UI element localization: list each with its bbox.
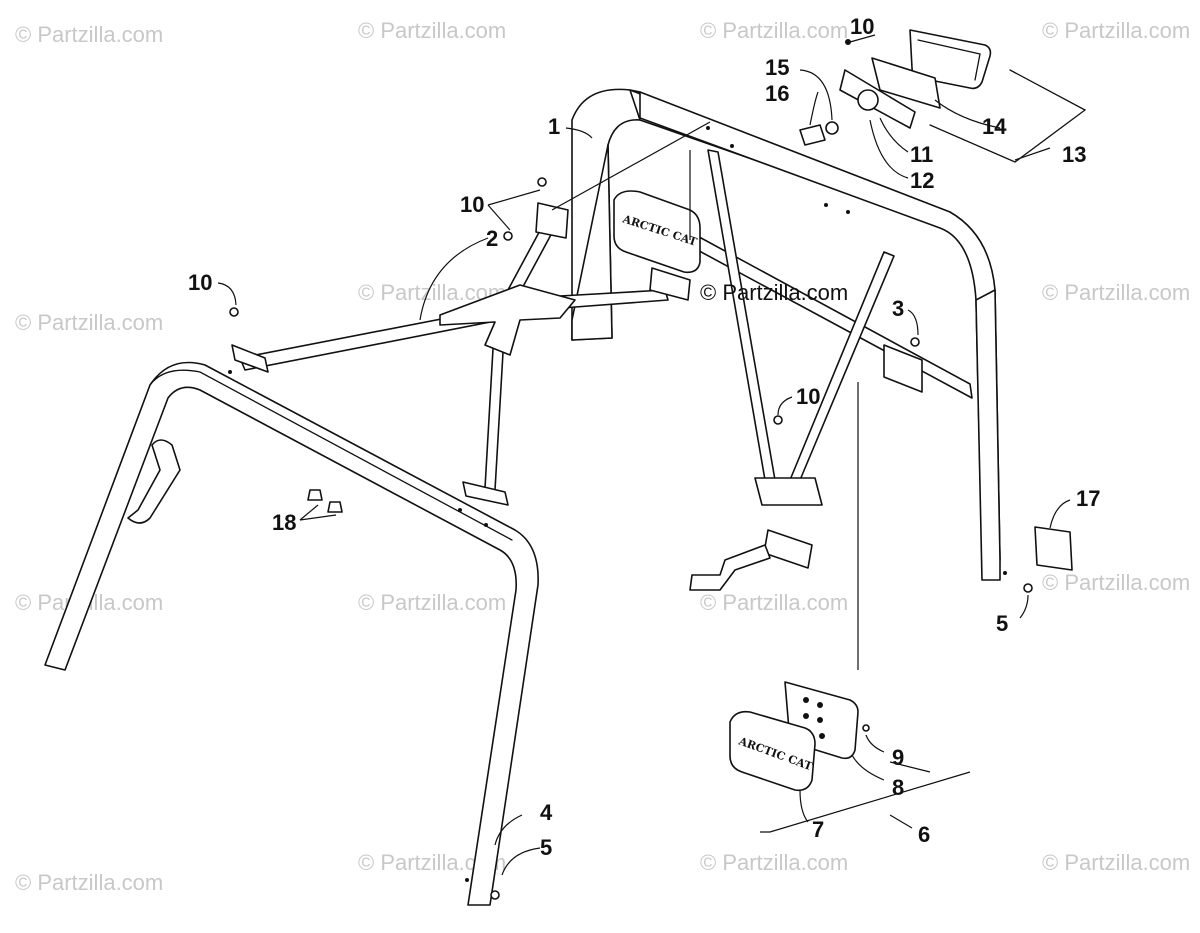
front-roll-bar	[44, 361, 539, 906]
callout-15: 15	[765, 55, 789, 80]
callout-4: 4	[540, 800, 553, 825]
phantom-lines	[551, 121, 971, 833]
callout-3: 3	[892, 296, 904, 321]
callout-10: 10	[850, 14, 874, 39]
callout-7: 7	[812, 817, 824, 842]
x-brace	[231, 202, 691, 506]
plugs	[307, 489, 343, 513]
watermark: © Partzilla.com	[358, 590, 506, 615]
callout-10: 10	[188, 270, 212, 295]
callout-1: 1	[548, 114, 560, 139]
callout-10: 10	[460, 192, 484, 217]
watermark: © Partzilla.com	[1042, 570, 1190, 595]
front-decal-assembly: ARCTIC CAT	[729, 681, 870, 792]
rear-roll-bar	[571, 88, 1007, 581]
callout-9: 9	[892, 745, 904, 770]
callout-12: 12	[910, 168, 934, 193]
center-watermark: © Partzilla.com	[700, 280, 848, 305]
watermark: © Partzilla.com	[700, 850, 848, 875]
watermark: © Partzilla.com	[1042, 18, 1190, 43]
fasteners	[229, 177, 1033, 900]
callout-13: 13	[1062, 142, 1086, 167]
watermark: © Partzilla.com	[1042, 850, 1190, 875]
callout-17: 17	[1076, 486, 1100, 511]
callout-2: 2	[486, 226, 498, 251]
watermark: © Partzilla.com	[358, 18, 506, 43]
callout-8: 8	[892, 775, 904, 800]
watermark: © Partzilla.com	[15, 22, 163, 47]
leader-lines	[217, 34, 1071, 876]
watermark: © Partzilla.com	[15, 310, 163, 335]
watermark: © Partzilla.com	[15, 870, 163, 895]
arctic-cat-upper-decal: ARCTIC CAT	[613, 190, 701, 274]
watermark: © Partzilla.com	[700, 590, 848, 615]
watermark: © Partzilla.com	[1042, 280, 1190, 305]
callout-6: 6	[918, 822, 930, 847]
decal	[1034, 526, 1073, 571]
callout-5: 5	[996, 611, 1008, 636]
callout-16: 16	[765, 81, 789, 106]
tail-light-assembly	[799, 29, 1087, 163]
callout-5: 5	[540, 835, 552, 860]
callout-labels: 1 2 3 4 5 5 6 7 8 9 10 10 10 10 11 12 13…	[188, 14, 1100, 860]
callout-11: 11	[910, 142, 933, 167]
lower-bracket	[689, 529, 813, 591]
callout-10: 10	[796, 384, 820, 409]
watermark: © Partzilla.com	[700, 18, 848, 43]
callout-18: 18	[272, 510, 296, 535]
callout-14: 14	[982, 114, 1007, 139]
